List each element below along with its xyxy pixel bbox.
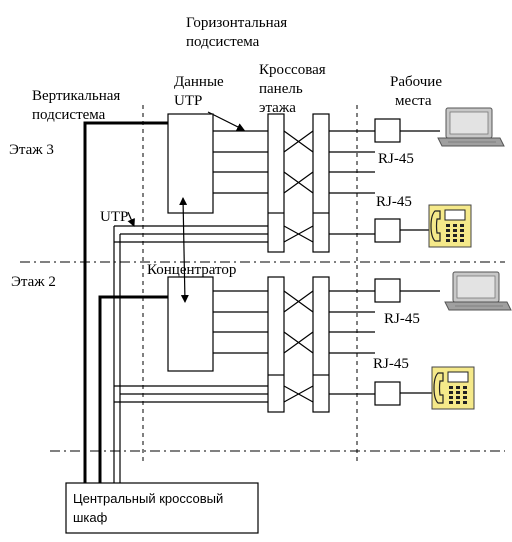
f2-rj45-label-1: RJ-45 [384, 311, 420, 327]
data-utp-label: Данные [174, 74, 224, 90]
trunk-cable-floor2 [98, 295, 168, 483]
f3-data-switch [167, 113, 214, 214]
f3-cross-c2 [283, 225, 314, 243]
laptop-icon-floor2 [444, 271, 512, 311]
horizontal-subsystem-label-2: подсистема [186, 34, 260, 50]
f2-rj45-socket-2 [374, 381, 401, 406]
f2-cross-c2 [283, 385, 314, 403]
f2-hub [167, 276, 214, 372]
f2-cross-a2 [283, 290, 314, 313]
f3-cross-b2 [283, 171, 314, 194]
vertical-subsystem-label: Вертикальная [32, 88, 120, 104]
floor2-label: Этаж 2 [11, 274, 56, 290]
f3-cross-panel-right [312, 113, 330, 253]
f3-rj45-socket-1 [374, 118, 401, 143]
f2-rj45-socket-1 [374, 278, 401, 303]
f2-cross-panel-right [312, 276, 330, 413]
trunk-cable-floor3 [83, 121, 168, 483]
workplaces-label-2: места [395, 93, 432, 109]
central-cabinet-label-2: шкаф [73, 510, 108, 525]
desk-phone-icon-floor2 [431, 366, 475, 410]
hub-link-arrow [179, 197, 189, 303]
f3-cross-a2 [283, 130, 314, 153]
horizontal-subsystem-label: Горизонтальная [186, 15, 287, 31]
f3-rj45-socket-2 [374, 218, 401, 243]
cross-panel-label-3: этажа [259, 100, 296, 116]
central-cross-cabinet [65, 482, 259, 534]
f2-cross-panel-left [267, 276, 285, 413]
workplaces-label: Рабочие [390, 74, 442, 90]
f3-arrow [207, 111, 245, 131]
f3-cross-panel-left [267, 113, 285, 253]
f3-rj45-label-1: RJ-45 [378, 151, 414, 167]
f2-cross-b2 [283, 331, 314, 354]
cross-panel-label-2: панель [259, 81, 303, 97]
laptop-icon [437, 107, 505, 147]
central-cabinet-label: Центральный кроссовый [73, 491, 223, 506]
floor3-label: Этаж 3 [9, 142, 54, 158]
data-utp-label-2: UTP [174, 93, 202, 109]
utp-arrow [127, 211, 135, 227]
vertical-subsystem-label-2: подсистема [32, 107, 106, 123]
cross-panel-label: Кроссовая [259, 62, 326, 78]
f2-rj45-label-2: RJ-45 [373, 356, 409, 372]
desk-phone-icon [428, 204, 472, 248]
f3-rj45-label-2: RJ-45 [376, 194, 412, 210]
hub-label: Концентратор [147, 262, 236, 278]
utp-label: UTP [100, 209, 128, 225]
